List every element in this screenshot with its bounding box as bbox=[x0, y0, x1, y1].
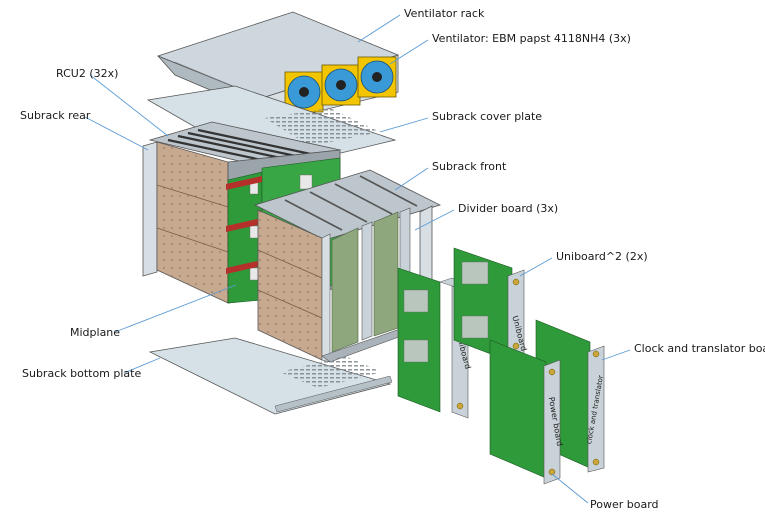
leader-divider-board bbox=[414, 209, 455, 231]
label-subrack-bottom-plate: Subrack bottom plate bbox=[22, 367, 142, 380]
label-clock-translator-board: Clock and translator board bbox=[634, 342, 765, 355]
label-subrack-cover-plate: Subrack cover plate bbox=[432, 110, 543, 123]
fan-3 bbox=[357, 56, 397, 98]
leader-midplane bbox=[114, 284, 237, 333]
ventilator-fans bbox=[284, 56, 397, 113]
leader-subrack-rear bbox=[84, 116, 149, 151]
leader-rcu2 bbox=[89, 74, 169, 137]
label-rcu2: RCU2 (32x) bbox=[56, 67, 119, 80]
midplane bbox=[226, 176, 262, 274]
leader-power-board bbox=[551, 473, 589, 504]
leader-subrack-front bbox=[394, 167, 429, 191]
leader-uniboard2 bbox=[519, 257, 553, 277]
leader-ventilator bbox=[389, 39, 429, 65]
leader-clock-board bbox=[601, 349, 631, 361]
subrack-bottom-plate bbox=[148, 337, 393, 415]
label-subrack-front: Subrack front bbox=[432, 160, 507, 173]
label-ventilator: Ventilator: EBM papst 4118NH4 (3x) bbox=[432, 32, 631, 45]
leader-lines bbox=[84, 14, 631, 504]
leader-bottom-plate bbox=[123, 357, 161, 374]
label-ventilator-rack: Ventilator rack bbox=[404, 7, 485, 20]
uniboard-1: Uniboard bbox=[453, 247, 528, 363]
label-midplane: Midplane bbox=[70, 326, 121, 339]
leader-ventilator-rack bbox=[357, 14, 401, 43]
label-uniboard2: Uniboard^2 (2x) bbox=[556, 250, 648, 263]
fan-2 bbox=[321, 64, 361, 106]
leader-cover-plate bbox=[379, 117, 429, 133]
label-subrack-rear: Subrack rear bbox=[20, 109, 91, 122]
label-divider-board: Divider board (3x) bbox=[458, 202, 559, 215]
power-board: Power board bbox=[489, 339, 564, 485]
label-power-board: Power board bbox=[590, 498, 659, 511]
